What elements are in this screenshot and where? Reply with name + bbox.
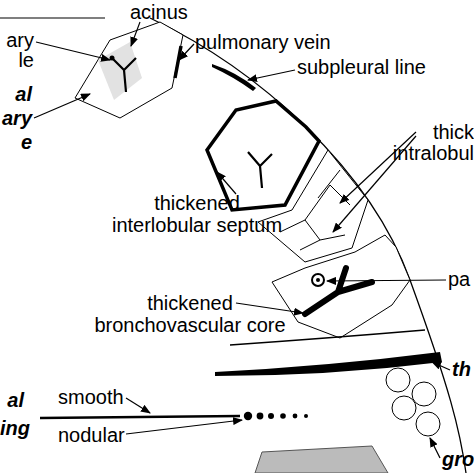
acinus-region — [98, 42, 142, 100]
leader-arrow — [179, 44, 194, 60]
subpleural-line — [212, 64, 256, 91]
lobule-outline — [258, 150, 368, 262]
callout-label: subpleural line — [297, 56, 426, 78]
cyst-circle — [412, 382, 436, 406]
leader-arrow — [432, 362, 450, 370]
arteriole-branch — [248, 152, 272, 188]
callout-label: al ing — [0, 386, 24, 442]
callout-label: acinus — [130, 1, 188, 23]
leader-arrow — [36, 42, 110, 60]
cyst-circle — [386, 368, 410, 392]
artery-circle — [312, 274, 324, 286]
leader-arrow — [126, 398, 150, 413]
artery-dot — [316, 278, 320, 282]
callout-label: pulmonary vein — [195, 31, 331, 53]
opacity-region — [255, 446, 388, 473]
lobule-outline — [75, 22, 183, 118]
smooth-line — [40, 416, 240, 418]
nodule — [244, 412, 252, 420]
callout-label: al ary e — [0, 82, 32, 154]
intralobular-lines — [280, 170, 350, 250]
leader-arrow — [236, 303, 303, 313]
nodule — [304, 414, 308, 418]
pulmonary-vein — [175, 46, 181, 78]
leader-arrow — [248, 70, 295, 80]
callout-label: thickened interlobular septum — [107, 192, 287, 236]
nodule — [280, 413, 286, 419]
leader-arrow — [126, 420, 242, 434]
cyst-circle — [416, 412, 440, 436]
leader-arrow — [217, 172, 236, 194]
leader-arrow — [430, 438, 440, 458]
lobule-outline — [272, 235, 410, 338]
frame-line — [0, 17, 105, 18]
cyst-circle — [392, 396, 416, 420]
pleural-surface — [150, 18, 466, 473]
callout-label: gro — [442, 448, 474, 470]
leader-arrow — [34, 94, 90, 118]
nodule — [257, 413, 264, 420]
callout-label: nodular — [58, 424, 125, 446]
nodule — [268, 413, 274, 419]
callout-label: smooth — [58, 386, 124, 408]
leader-arrow — [327, 280, 446, 281]
arteriole-branch — [112, 58, 136, 92]
callout-label: thick intralobul — [388, 122, 474, 164]
bronchovascular-core — [305, 268, 372, 314]
callout-label: thickened bronchovascular core — [85, 292, 295, 336]
callout-label: ary le — [0, 30, 34, 70]
callout-label: pa — [448, 268, 470, 290]
acinus-dot — [110, 56, 115, 61]
leader-arrow — [131, 22, 140, 46]
nodule — [293, 414, 298, 419]
callout-label: th — [452, 358, 471, 380]
thick-band — [215, 352, 442, 376]
